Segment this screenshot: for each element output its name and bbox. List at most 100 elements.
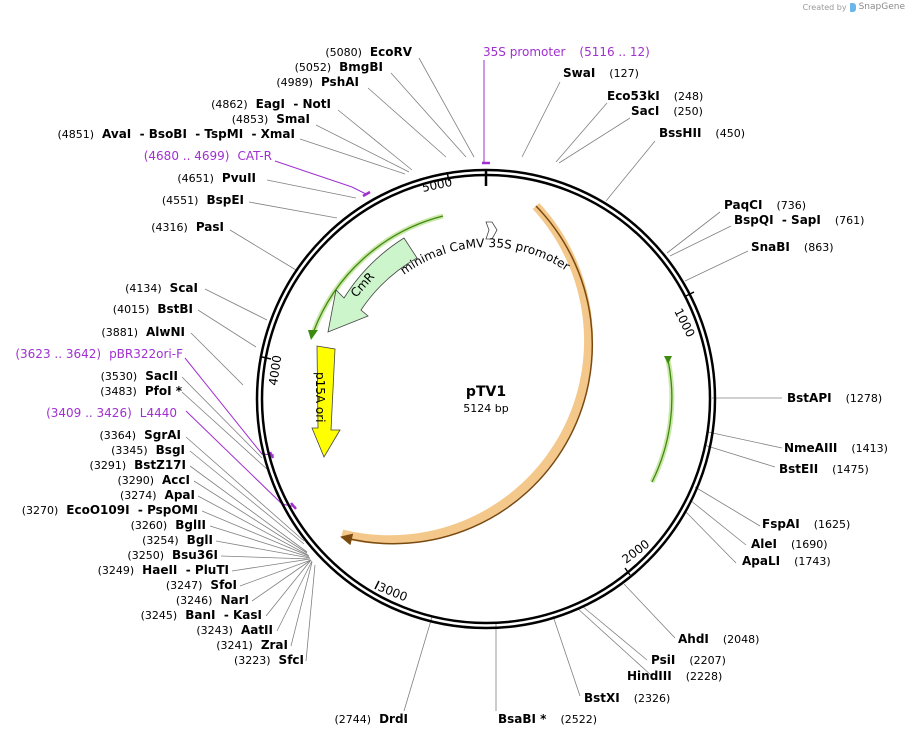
primer-label-pbr322ori-f: (3623 .. 3642)pBR322ori-F (15, 347, 183, 361)
site-name: PfoI * (145, 384, 183, 398)
restriction-site-bglii: (3260)BglII (131, 518, 206, 532)
site-name: SfcI (279, 653, 304, 667)
restriction-site-paqci: PaqCI(736) (724, 198, 806, 212)
site-position: (450) (715, 127, 745, 140)
scale-ticks (261, 171, 695, 590)
site-position: (3246) (176, 594, 213, 607)
site-name: HindIII (627, 669, 672, 683)
site-position: (4015) (113, 303, 150, 316)
site-name: EagI - NotI (256, 97, 331, 111)
primer-label-35s: 35S promoter(5116 .. 12) (483, 45, 650, 59)
site-name: BstBI (157, 302, 193, 316)
restriction-site-bspqi: BspQI - SapI(761) (734, 213, 864, 227)
site-position: (3274) (120, 489, 157, 502)
site-position: (4651) (177, 172, 214, 185)
tick-label-1000: 1000 (671, 306, 697, 340)
site-name: BsaBI * (498, 712, 547, 726)
site-position: (5052) (295, 61, 332, 74)
site-name: SfoI (210, 578, 237, 592)
site-position: (2048) (723, 633, 760, 646)
restriction-site-bani: (3245)BanI - KasI (141, 608, 262, 622)
site-position: (3249) (98, 564, 135, 577)
primer-range: (5116 .. 12) (579, 45, 649, 59)
minimal-promoter-label: minimal CaMV 35S promoter (398, 236, 573, 277)
site-position: (863) (804, 241, 834, 254)
site-position: (2326) (634, 692, 671, 705)
restriction-site-sfci: (3223)SfcI (234, 653, 304, 667)
site-name: BanI - KasI (185, 608, 262, 622)
restriction-site-bstapi: BstAPI(1278) (787, 391, 882, 405)
primer-range: (3623 .. 3642) (15, 347, 101, 361)
site-position: (3483) (100, 385, 137, 398)
orf-arc-left-line (312, 215, 444, 334)
site-name: BglII (175, 518, 206, 532)
site-name: NmeAIII (784, 441, 837, 455)
restriction-site-pvuii: (4651)PvuII (177, 171, 256, 185)
restriction-site-bmgbi: (5052)BmgBI (295, 60, 383, 74)
site-position: (4316) (151, 221, 188, 234)
orf-arc-right-arrowhead (664, 356, 672, 364)
feature-band-orange (340, 202, 594, 545)
site-name: PshAI (321, 75, 359, 89)
site-position: (2207) (689, 654, 726, 667)
site-position: (3254) (142, 534, 179, 547)
feature-band-arrow (340, 205, 594, 546)
restriction-site-ecorv: (5080)EcoRV (325, 45, 412, 59)
site-position: (4862) (211, 98, 248, 111)
primer-label-cat-r: (4680 .. 4699)CAT-R (144, 149, 272, 163)
site-name: FspAI (762, 517, 800, 531)
site-position: (3530) (101, 370, 138, 383)
restriction-site-pasi: (4316) PasI (151, 220, 224, 234)
site-name: BstXI (584, 691, 620, 705)
restriction-site-nari: (3246)NarI (176, 593, 249, 607)
restriction-site-hindiii: HindIII(2228) (627, 669, 722, 683)
site-position: (3881) (101, 326, 138, 339)
site-name: BsgI (156, 443, 185, 457)
site-position: (3247) (166, 579, 203, 592)
site-position: (4551) (162, 194, 199, 207)
site-position: (4134) (125, 282, 162, 295)
site-name: SacI (631, 104, 659, 118)
site-position: (761) (835, 214, 865, 227)
restriction-site-fspai: FspAI (1625) (762, 517, 850, 531)
site-name: PasI (196, 220, 224, 234)
tick-label-3000: 3000 (376, 580, 410, 604)
restriction-sites-left: (5080)EcoRV(5052)BmgBI(4989)PshAI(4862)E… (22, 45, 413, 726)
restriction-site-alei: AleI(1690) (751, 537, 828, 551)
site-position: (5080) (325, 46, 362, 59)
restriction-site-bsshii: BssHII(450) (659, 126, 745, 140)
restriction-site-smai: (4853)SmaI (232, 112, 310, 126)
promoter-feature (485, 221, 498, 240)
restriction-site-aatii: (3243)AatII (196, 623, 273, 637)
plasmid-name: pTV1 (466, 384, 506, 400)
restriction-site-nmeaiii: NmeAIII (1413) (784, 441, 888, 455)
site-position: (1413) (851, 442, 888, 455)
site-name: BspEI (206, 193, 244, 207)
orf-arc-right-line (651, 359, 673, 483)
site-name: ScaI (170, 281, 198, 295)
site-name: PsiI (651, 653, 675, 667)
site-position: (1625) (814, 518, 851, 531)
site-name: Eco53kI (607, 89, 660, 103)
site-name: EcoO109I - PspOMI (66, 503, 198, 517)
leader-lines (181, 57, 783, 712)
restriction-site-bspei: (4551) BspEI (162, 193, 244, 207)
credit-text: Created by (802, 2, 847, 12)
site-position: (3243) (196, 624, 233, 637)
site-position: (2744) (334, 713, 371, 726)
site-position: (3250) (127, 549, 164, 562)
orf-arc-left-arrowhead (308, 330, 318, 340)
site-name: SwaI (563, 66, 595, 80)
primer-range: (4680 .. 4699) (144, 149, 230, 163)
restriction-site-avai: (4851)AvaI - BsoBI - TspMI - XmaI (57, 127, 295, 141)
restriction-site-pfoi: (3483) PfoI * (100, 384, 182, 398)
site-name: ApaLI (742, 554, 780, 568)
restriction-site-snabi: SnaBI(863) (751, 240, 834, 254)
site-position: (248) (674, 90, 704, 103)
restriction-site-bstxi: BstXI (2326) (584, 691, 670, 705)
cmr-feature (327, 237, 418, 333)
restriction-site-acci: (3290)AccI (117, 473, 190, 487)
site-position: (3270) (22, 504, 59, 517)
site-position: (2522) (560, 713, 597, 726)
site-name: BstZ17I (134, 458, 186, 472)
